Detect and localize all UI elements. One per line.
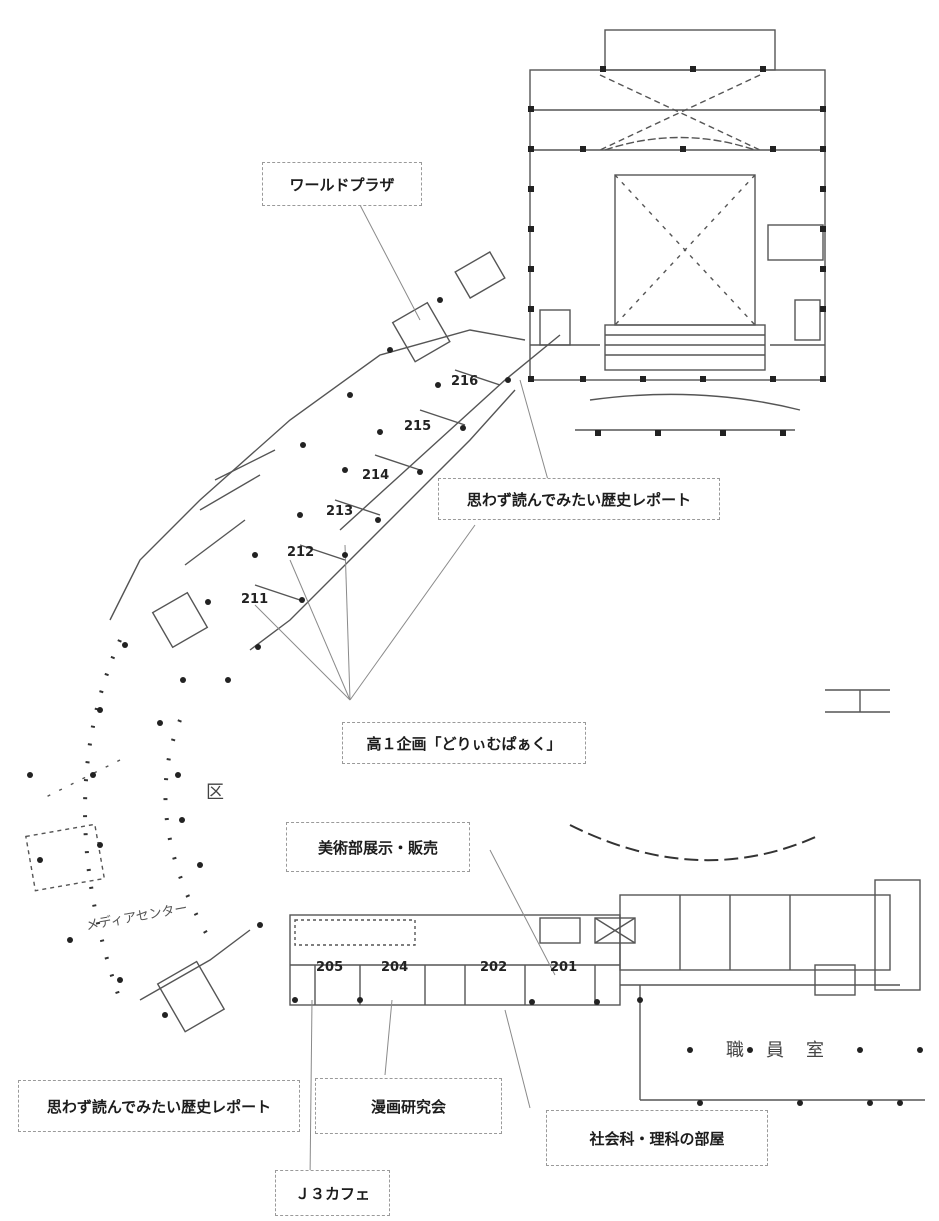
callout-history-report-bottom: 思わず読んでみたい歴史レポート <box>18 1080 300 1132</box>
staff-room-label-1: 職 <box>726 1040 744 1061</box>
room-205: 205 <box>316 960 344 975</box>
room-215: 215 <box>404 419 432 434</box>
room-213: 213 <box>326 504 354 519</box>
callout-art-club: 美術部展示・販売 <box>286 822 470 872</box>
callout-kou1-project: 高１企画「どりぃむぱぁく」 <box>342 722 586 764</box>
main-building <box>289 879 925 1101</box>
room-216: 216 <box>451 374 479 389</box>
room-201: 201 <box>550 960 578 975</box>
leader-lines <box>254 204 556 1181</box>
staff-room-label-2: 員 <box>766 1040 784 1061</box>
room-202: 202 <box>480 960 508 975</box>
columns <box>27 66 923 1106</box>
classroom-wing <box>109 251 561 651</box>
callout-j3-cafe: Ｊ３カフェ <box>275 1170 390 1216</box>
room-212: 212 <box>287 545 315 560</box>
small-structure <box>825 689 890 713</box>
room-211: 211 <box>241 592 269 607</box>
ku-label: 区 <box>206 782 224 803</box>
outer-arc <box>83 639 122 1001</box>
room-214: 214 <box>362 468 390 483</box>
auditorium-hall <box>529 29 826 431</box>
room-204: 204 <box>381 960 409 975</box>
callout-history-report-top: 思わず読んでみたい歴史レポート <box>438 478 720 520</box>
callout-manga-club: 漫画研究会 <box>315 1078 502 1134</box>
staff-room-label-3: 室 <box>806 1040 824 1061</box>
callout-social-science-room: 社会科・理科の部屋 <box>546 1110 768 1166</box>
callout-world-plaza: ワールドプラザ <box>262 162 422 206</box>
courtyard-arc <box>569 824 821 862</box>
